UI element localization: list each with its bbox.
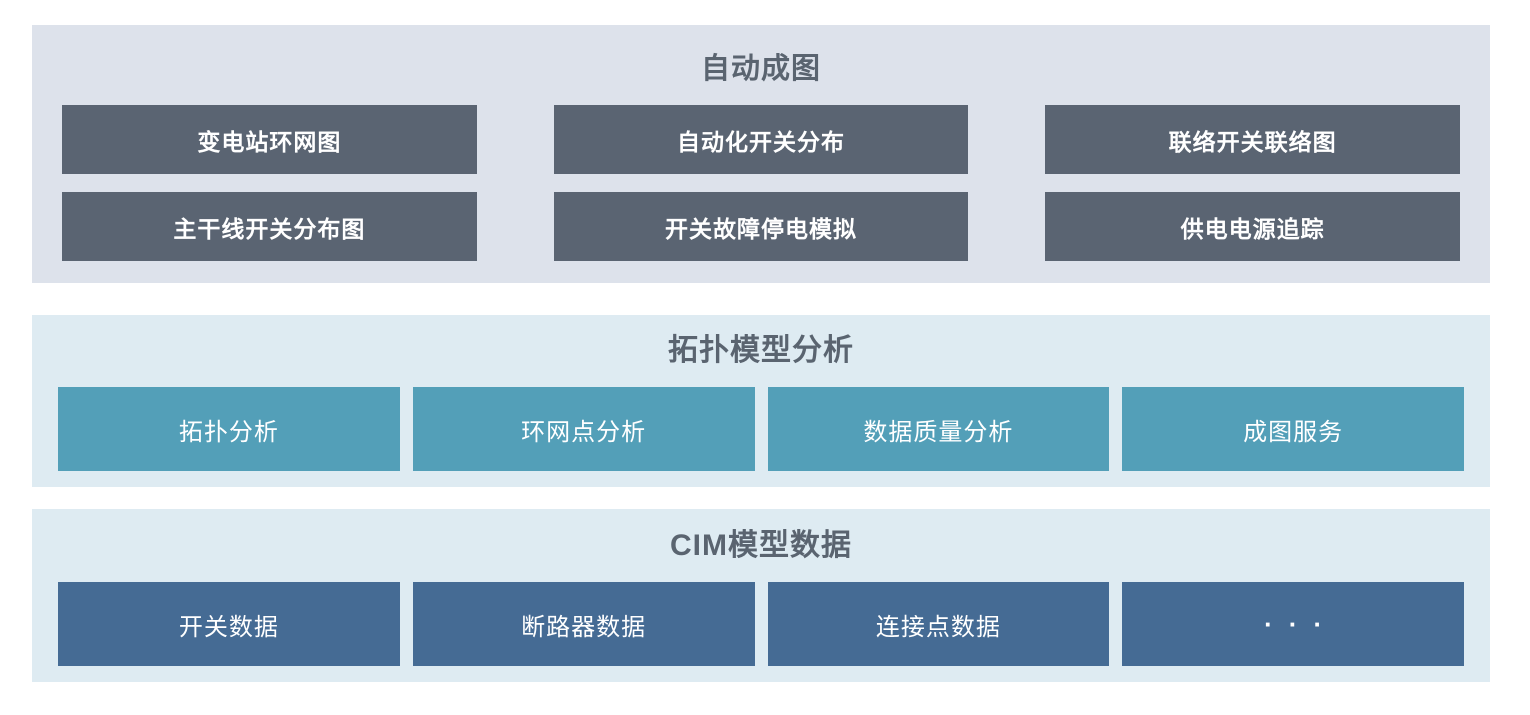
layer-topology-analysis: 拓扑模型分析 拓扑分析 环网点分析 数据质量分析 成图服务: [32, 315, 1490, 487]
module-power-supply-source-tracing: 供电电源追踪: [1045, 192, 1460, 261]
module-switch-fault-outage-simulation: 开关故障停电模拟: [553, 192, 969, 261]
layer-topology-analysis-title: 拓扑模型分析: [668, 334, 854, 367]
module-automated-switch-distribution: 自动化开关分布: [553, 105, 969, 174]
layer-cim-model-data: CIM模型数据 开关数据 断路器数据 连接点数据 ···: [32, 509, 1490, 682]
module-diagram-generation-service: 成图服务: [1122, 387, 1464, 471]
module-data-quality-analysis: 数据质量分析: [767, 387, 1110, 471]
layer-auto-diagram-grid: 变电站环网图 自动化开关分布 联络开关联络图 主干线开关分布图 开关故障停电模拟…: [62, 105, 1460, 261]
module-switch-data: 开关数据: [58, 582, 400, 666]
layer-auto-diagram: 自动成图 变电站环网图 自动化开关分布 联络开关联络图 主干线开关分布图 开关故…: [32, 25, 1490, 283]
layer-cim-model-data-title: CIM模型数据: [670, 529, 852, 562]
module-ring-point-analysis: 环网点分析: [412, 387, 755, 471]
layer-cim-model-data-grid: 开关数据 断路器数据 连接点数据 ···: [58, 582, 1464, 666]
module-trunk-line-switch-distribution-diagram: 主干线开关分布图: [62, 192, 477, 261]
module-connection-point-data: 连接点数据: [767, 582, 1110, 666]
layer-auto-diagram-title: 自动成图: [700, 53, 821, 85]
module-tie-switch-connection-diagram: 联络开关联络图: [1045, 105, 1460, 174]
module-substation-ring-diagram: 变电站环网图: [62, 105, 477, 174]
module-breaker-data: 断路器数据: [412, 582, 755, 666]
module-more-ellipsis: ···: [1122, 582, 1464, 666]
layer-topology-analysis-grid: 拓扑分析 环网点分析 数据质量分析 成图服务: [58, 387, 1464, 471]
module-topology-analysis: 拓扑分析: [58, 387, 400, 471]
